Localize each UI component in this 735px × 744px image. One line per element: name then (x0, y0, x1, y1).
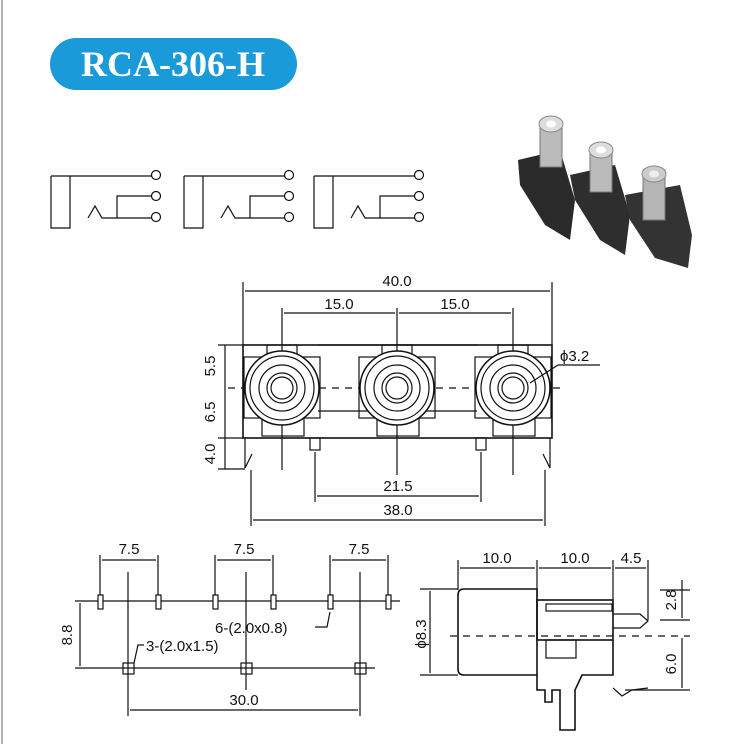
dim-row-spacing: 8.8 (59, 625, 76, 646)
product-photo (518, 115, 692, 268)
dim-height-mid: 6.5 (202, 402, 219, 423)
dim-height-top: 5.5 (202, 356, 219, 377)
dim-pin-offset: 2.8 (663, 590, 680, 611)
front-view: 40.0 15.0 15.0 ϕ3.2 5.5 6.5 4.0 21.5 38.… (202, 273, 600, 526)
dim-pitch-left: 15.0 (324, 296, 353, 313)
pcb-footprint: 7.5 7.5 7.5 8.8 6-(2.0x0.8) 3-(2.0x1.5) … (59, 541, 400, 716)
dim-center-height: 6.0 (663, 654, 680, 675)
dim-pair-spacing-2: 7.5 (234, 541, 255, 558)
label-large-pads: 3-(2.0x1.5) (146, 638, 219, 655)
jack-front-1 (243, 344, 321, 437)
schematic-symbols (50, 169, 425, 229)
dim-pair-spacing-1: 7.5 (119, 541, 140, 558)
dim-overall-width: 40.0 (382, 273, 411, 290)
dim-height-leg: 4.0 (202, 444, 219, 465)
dim-pitch-right: 15.0 (440, 296, 469, 313)
dim-barrel-diameter: ϕ8.3 (413, 619, 430, 648)
jack-schematic-1 (50, 169, 162, 229)
dim-pin-span: 21.5 (383, 478, 412, 495)
dim-pair-spacing-3: 7.5 (349, 541, 370, 558)
label-small-pads: 6-(2.0x0.8) (215, 620, 288, 637)
dim-body-length: 10.0 (560, 550, 589, 567)
dim-hole-diameter: ϕ3.2 (560, 348, 589, 365)
dim-pin-length: 4.5 (621, 550, 642, 567)
side-view: 10.0 10.0 4.5 2.8 ϕ8.3 6.0 (413, 550, 690, 731)
dim-barrel-length: 10.0 (482, 550, 511, 567)
dim-outer-span: 30.0 (229, 692, 258, 709)
jack-front-3 (474, 344, 552, 437)
jack-front-2 (358, 344, 436, 437)
jack-schematic-2 (183, 169, 295, 229)
jack-schematic-3 (313, 169, 425, 229)
dim-leg-span: 38.0 (383, 502, 412, 519)
title-text: RCA-306-H (81, 44, 265, 84)
title-badge: RCA-306-H (50, 38, 297, 90)
